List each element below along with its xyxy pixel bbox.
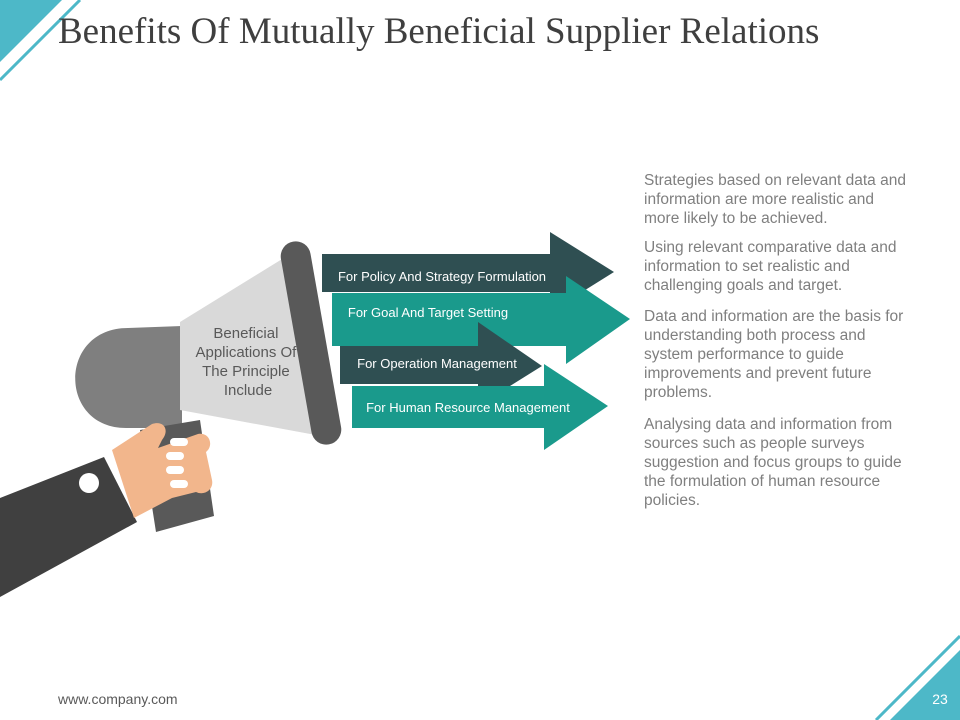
description-3-line-4: improvements and prevent future [644, 365, 872, 382]
top-left-corner-triangle [0, 0, 62, 62]
finger-nail-3 [166, 466, 184, 474]
megaphone-label-line-3: The Principle [202, 363, 290, 380]
megaphone-back [75, 326, 182, 428]
description-2-line-2: information to set realistic and [644, 258, 850, 275]
description-2-line-3: challenging goals and target. [644, 277, 843, 294]
megaphone-label-line-2: Applications Of [195, 344, 297, 361]
bottom-right-corner-line [874, 634, 960, 720]
arrow-operation-label: For Operation Management [357, 356, 517, 371]
slide-title: Benefits Of Mutually Beneficial Supplier… [58, 11, 820, 52]
description-4-line-4: the formulation of human resource [644, 473, 881, 490]
arrow-goal-label: For Goal And Target Setting [348, 305, 508, 320]
finger-nail-4 [170, 480, 188, 488]
megaphone-label-line-4: Include [224, 382, 272, 399]
arrow-policy-label: For Policy And Strategy Formulation [338, 269, 546, 284]
description-2-line-1: Using relevant comparative data and [644, 239, 897, 256]
description-4-line-3: suggestion and focus groups to guide [644, 454, 902, 471]
description-3-line-1: Data and information are the basis for [644, 308, 904, 325]
arrow-hr [352, 364, 608, 450]
footer-url[interactable]: www.company.com [58, 691, 178, 707]
description-3-line-5: problems. [644, 384, 713, 401]
description-3-line-3: system performance to guide [644, 346, 844, 363]
description-2: Using relevant comparative data and info… [644, 238, 934, 295]
arrow-hr-label: For Human Resource Management [366, 400, 570, 415]
finger-nail-2 [166, 452, 184, 460]
bottom-right-corner-triangle [890, 650, 960, 720]
description-1-line-1: Strategies based on relevant data and [644, 172, 906, 189]
hand [112, 423, 213, 518]
megaphone-rim [280, 241, 342, 445]
description-1-line-3: more likely to be achieved. [644, 210, 828, 227]
description-3: Data and information are the basis for u… [644, 307, 934, 402]
arrow-operation [340, 322, 542, 406]
description-4-line-1: Analysing data and information from [644, 416, 893, 433]
description-3-line-2: understanding both process and [644, 327, 866, 344]
finger-nail-1 [170, 438, 188, 446]
description-4: Analysing data and information from sour… [644, 415, 934, 510]
megaphone-label: Beneficial Applications Of The Principle… [195, 325, 300, 399]
description-4-line-5: policies. [644, 492, 700, 509]
arrow-goal [332, 276, 630, 364]
cufflink-icon [79, 473, 99, 493]
sleeve [0, 457, 137, 597]
description-1: Strategies based on relevant data and in… [644, 171, 934, 228]
description-1-line-2: information are more realistic and [644, 191, 875, 208]
arrow-policy [322, 232, 614, 312]
page-number: 23 [932, 691, 948, 707]
top-left-corner-line [0, 0, 82, 82]
description-4-line-2: sources such as people surveys [644, 435, 865, 452]
megaphone-label-line-1: Beneficial [213, 325, 278, 342]
